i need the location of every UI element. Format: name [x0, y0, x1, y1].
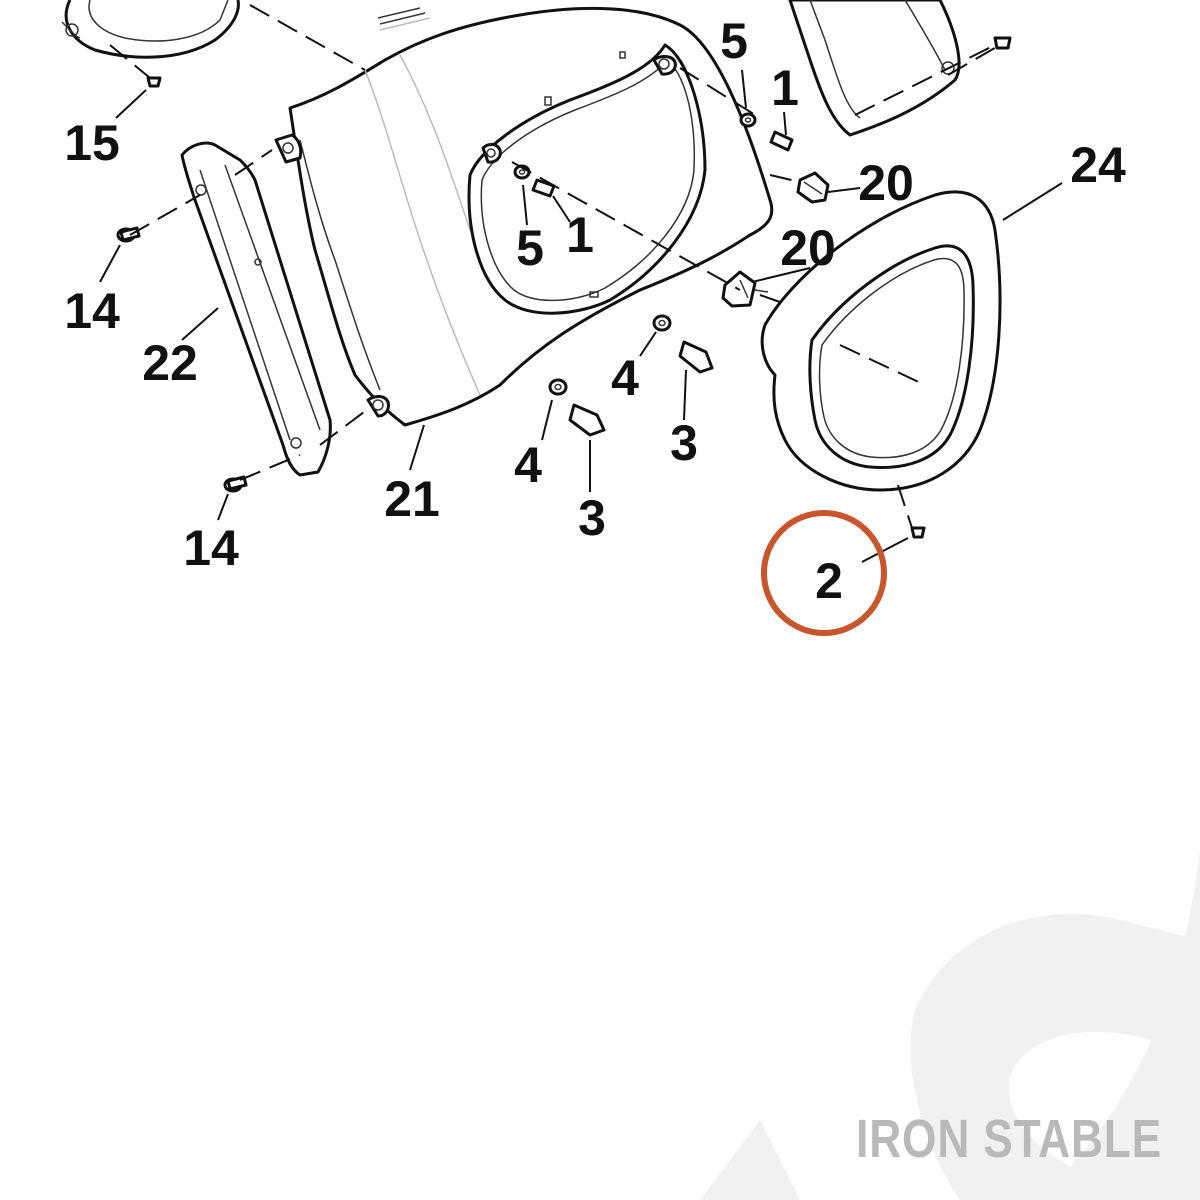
callout-label-15: 15	[64, 115, 120, 171]
callout-label-14-lower: 14	[183, 520, 239, 576]
callout-label-5-lower: 5	[516, 220, 544, 276]
callout-label-3-right: 3	[670, 415, 698, 471]
callout-label-5-upper: 5	[720, 13, 748, 69]
callout-label-24: 24	[1070, 137, 1126, 193]
clip-part-20-upper	[796, 171, 830, 204]
callout-label-14-upper: 14	[64, 283, 120, 339]
hardware-fasteners	[116, 36, 1012, 539]
side-trim-strip-part-22	[180, 141, 332, 477]
callout-leader-lines	[99, 69, 1063, 563]
callout-label-4-right: 4	[611, 350, 639, 406]
callout-label-20-upper: 20	[858, 155, 914, 211]
inner-fairing-part-21	[274, 6, 774, 427]
highlight-circle-part-2	[761, 510, 887, 636]
callout-label-21: 21	[384, 471, 440, 527]
callout-label-1-lower: 1	[566, 207, 594, 263]
callout-label-4-left: 4	[514, 437, 542, 493]
outer-trim-ring-part-24	[760, 190, 1002, 492]
callout-label-2: 2	[815, 553, 843, 609]
callout-labels: 15 14 22 14 21 5 1 5 1 20 20 24 4 3 4 3 …	[64, 13, 1126, 609]
callout-label-22: 22	[142, 335, 198, 391]
speaker-ring-partial	[61, 0, 240, 59]
callout-label-3-left: 3	[578, 490, 606, 546]
upper-right-panel-partial	[788, 0, 961, 137]
clip-part-20-lower	[721, 270, 769, 308]
callout-label-20-lower: 20	[780, 220, 836, 276]
watermark-logo-text: IRON STABLE	[856, 1109, 1162, 1169]
callout-label-1-upper: 1	[771, 60, 799, 116]
assembly-dashed-lines	[109, 4, 1001, 529]
watermark-shape	[700, 850, 1200, 1200]
